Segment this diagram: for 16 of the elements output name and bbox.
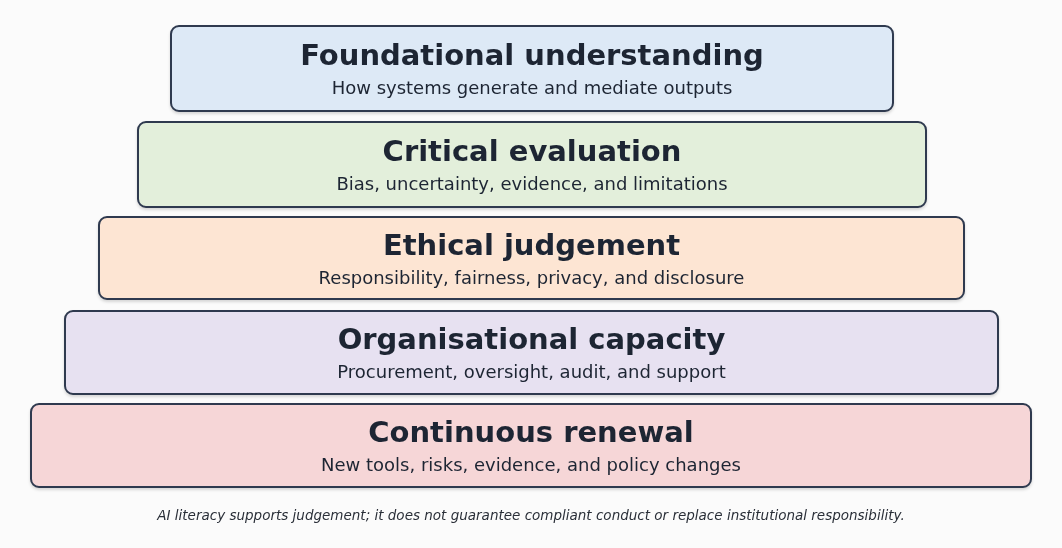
description-text: Procurement, oversight, audit, and support xyxy=(337,361,726,383)
layer-box xyxy=(30,403,1032,488)
heading-text: Ethical judgement xyxy=(382,227,681,263)
heading-text: Foundational understanding xyxy=(300,38,764,74)
layer-box xyxy=(170,25,894,112)
heading-text: Organisational capacity xyxy=(337,322,726,358)
layer-box xyxy=(64,310,999,395)
heading-text: Continuous renewal xyxy=(368,415,694,451)
layer-box xyxy=(98,216,965,300)
description-text: Bias, uncertainty, evidence, and limitations xyxy=(336,173,728,195)
caption: AI literacy supports judgement; it does not guarantee compliant conduct or replace institutional responsibility. xyxy=(155,507,906,523)
heading-text: Critical evaluation xyxy=(382,134,682,170)
description-text: Responsibility, fairness, privacy, and disclosure xyxy=(318,266,745,289)
layer-box xyxy=(137,121,927,208)
description-text: How systems generate and mediate outputs xyxy=(331,77,733,99)
description-text: New tools, risks, evidence, and policy changes xyxy=(321,454,741,476)
